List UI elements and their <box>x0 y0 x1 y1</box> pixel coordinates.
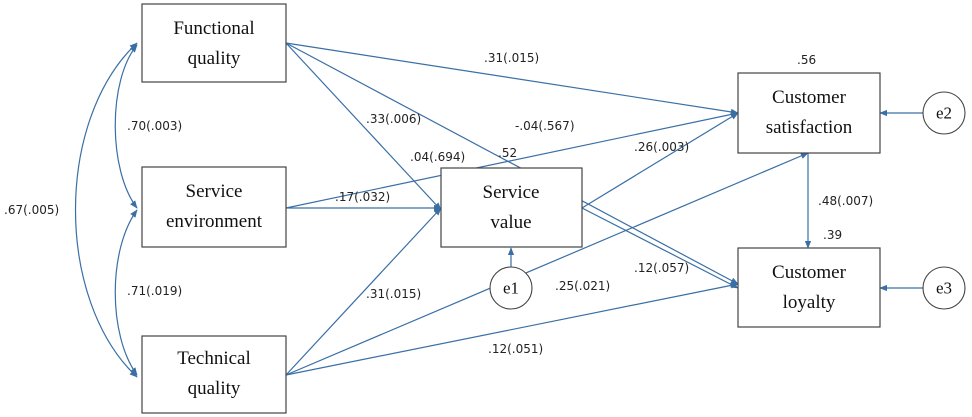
coef-technical-to-loyalty: .12(.051) <box>488 342 543 356</box>
path-functional-to-loyalty <box>285 42 739 285</box>
node-customer-satisfaction-line2: satisfaction <box>766 117 853 138</box>
coef-value-to-satisfaction: .26(.003) <box>634 140 689 154</box>
path-value-to-loyalty <box>581 207 739 289</box>
node-technical-quality-line1: Technical <box>177 348 251 369</box>
node-service-value: Service value <box>440 167 583 248</box>
cov-functional-technical-curve <box>75 42 138 378</box>
path-environment-to-satisfaction <box>285 111 739 209</box>
r-squared-customer-satisfaction: .56 <box>797 53 816 67</box>
cov-functional-environment-curve <box>114 44 138 209</box>
error-e3: e3 <box>922 266 966 310</box>
cov-functional-technical-label: .67(.005) <box>4 203 59 217</box>
node-technical-quality-line2: quality <box>188 378 241 399</box>
path-value-to-satisfaction <box>581 112 739 209</box>
error-e1-label: e1 <box>503 279 519 298</box>
path-technical-to-loyalty <box>285 282 739 376</box>
coef-technical-to-satisfaction: .25(.021) <box>555 279 610 293</box>
node-service-environment-line2: environment <box>166 211 263 232</box>
coef-functional-to-loyalty: -.04(.567) <box>515 119 575 133</box>
coef-value-to-loyalty: .12(.057) <box>634 261 689 275</box>
path-functional-to-satisfaction <box>285 42 739 116</box>
path-technical-to-satisfaction <box>285 152 809 376</box>
node-service-environment: Service environment <box>141 166 287 248</box>
error-e1: e1 <box>489 266 533 310</box>
error-e3-label: e3 <box>936 279 952 298</box>
coef-functional-to-value: .33(.006) <box>366 112 421 126</box>
node-service-environment-line1: Service <box>186 181 243 202</box>
error-e2: e2 <box>922 91 966 135</box>
node-customer-satisfaction-line1: Customer <box>772 87 847 108</box>
cov-environment-technical-curve <box>114 209 138 376</box>
node-functional-quality: Functional quality <box>141 3 287 83</box>
node-customer-loyalty-line2: loyalty <box>783 292 836 313</box>
coef-functional-to-satisfaction: .31(.015) <box>484 51 539 65</box>
node-customer-satisfaction: Customer satisfaction <box>737 72 881 154</box>
cov-functional-environment-label: .70(.003) <box>127 119 182 133</box>
node-technical-quality: Technical quality <box>141 335 287 414</box>
node-customer-loyalty-line1: Customer <box>772 262 847 283</box>
node-customer-loyalty: Customer loyalty <box>737 247 881 328</box>
path-functional-to-value <box>285 42 442 211</box>
r-squared-customer-loyalty: .39 <box>823 228 842 242</box>
coef-environment-to-satisfaction: .04(.694) <box>410 150 465 164</box>
path-technical-to-value <box>285 207 442 376</box>
coef-environment-to-value: .17(.032) <box>335 190 390 204</box>
node-functional-quality-line2: quality <box>188 48 241 69</box>
node-functional-quality-line1: Functional <box>173 18 254 39</box>
coef-technical-to-value: .31(.015) <box>366 287 421 301</box>
node-service-value-line1: Service <box>483 182 540 203</box>
r-squared-service-value: .52 <box>498 146 517 160</box>
error-e2-label: e2 <box>936 104 952 123</box>
cov-environment-technical-label: .71(.019) <box>127 284 182 298</box>
coef-satisfaction-to-loyalty: .48(.007) <box>818 194 873 208</box>
node-service-value-line2: value <box>490 212 531 233</box>
